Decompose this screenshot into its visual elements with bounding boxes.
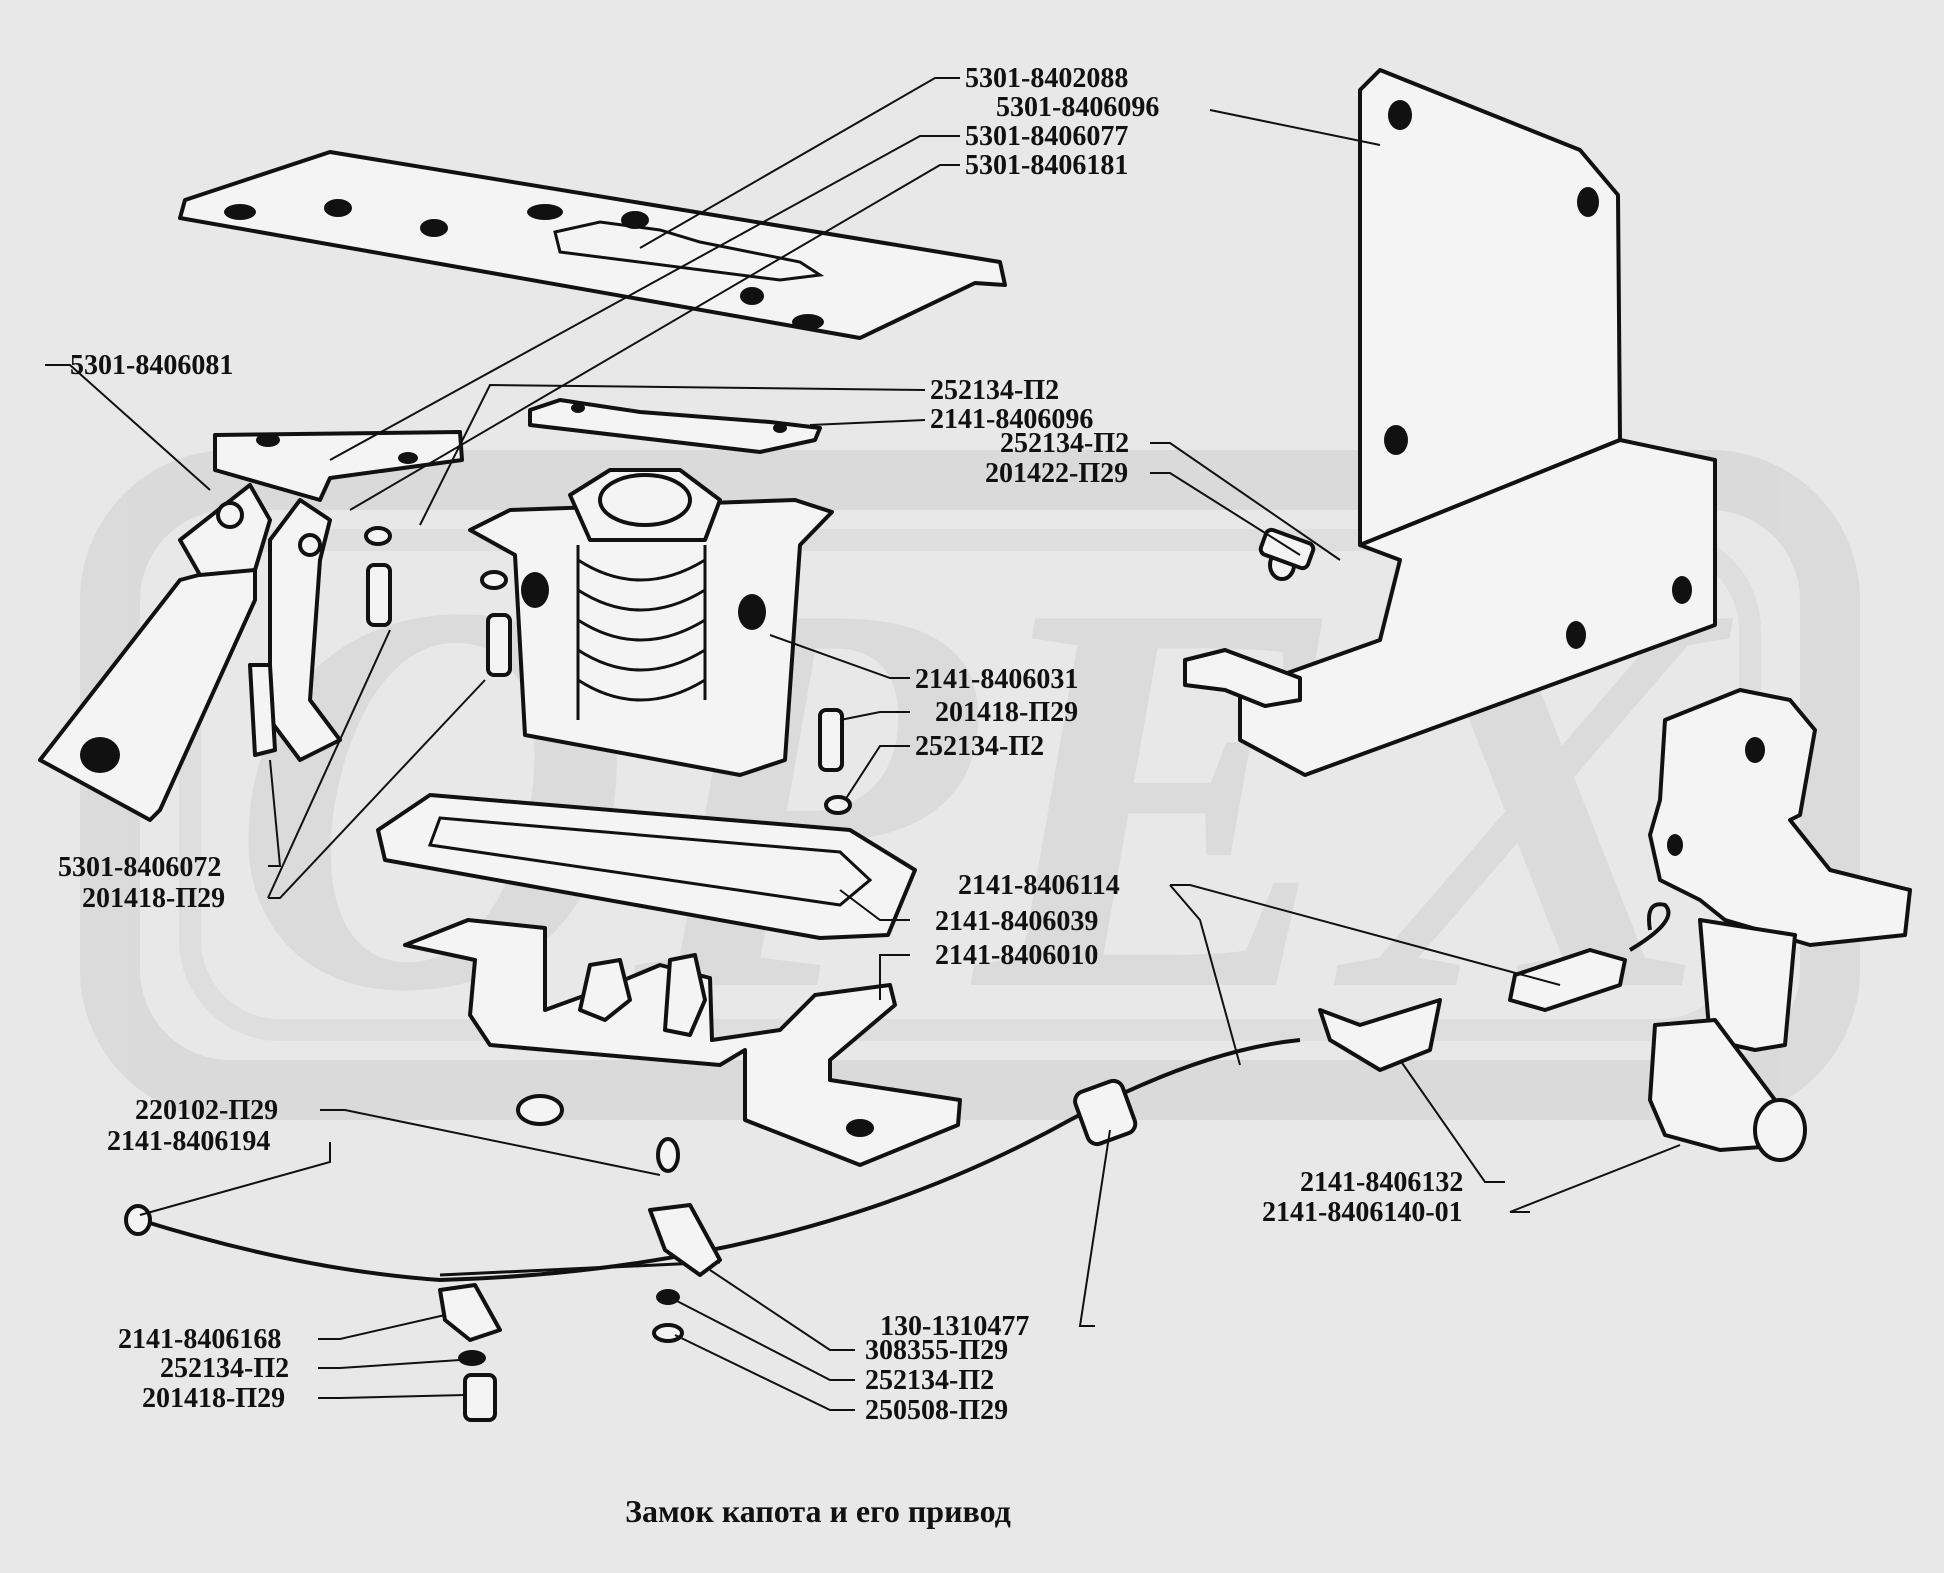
part-label: 308355-П29 bbox=[865, 1335, 1008, 1366]
part-label: 252134-П2 bbox=[915, 731, 1044, 762]
part-label: 2141-8406140-01 bbox=[1262, 1197, 1463, 1228]
lock-spring bbox=[568, 468, 722, 720]
left-hook-lever bbox=[38, 430, 464, 822]
lock-body bbox=[468, 468, 834, 777]
diagram-caption: Замок капота и его привод bbox=[625, 1493, 1011, 1529]
part-label: 2141-8406168 bbox=[118, 1324, 281, 1355]
lower-bracket bbox=[403, 918, 962, 1167]
part-label: 5301-8402088 bbox=[965, 63, 1128, 94]
part-label: 201418-П29 bbox=[935, 697, 1078, 728]
part-label: 2141-8406039 bbox=[935, 906, 1098, 937]
top-plate bbox=[178, 150, 1007, 340]
leader-lines bbox=[45, 77, 1681, 1411]
part-label: 2141-8406194 bbox=[107, 1126, 270, 1157]
part-label: 2141-8406010 bbox=[935, 940, 1098, 971]
part-label: 5301-8406181 bbox=[965, 150, 1128, 181]
part-label: 252134-П2 bbox=[1000, 428, 1129, 459]
part-label: 220102-П29 bbox=[135, 1095, 278, 1126]
part-label: 2141-8406096 bbox=[930, 404, 1093, 435]
lock-gasket bbox=[376, 793, 917, 940]
part-label: 5301-8406096 bbox=[996, 92, 1159, 123]
part-label: 130-1310477 bbox=[880, 1311, 1029, 1342]
upper-plate bbox=[528, 398, 822, 454]
part-label: 5301-8406072 bbox=[58, 852, 221, 883]
part-label: 2141-8406132 bbox=[1300, 1167, 1463, 1198]
part-labels: 5301-8402088 5301-8406096 5301-8406077 5… bbox=[58, 63, 1463, 1426]
part-label: 201418-П29 bbox=[82, 883, 225, 914]
part-label: 250508-П29 bbox=[865, 1395, 1008, 1426]
part-label: 2141-8406114 bbox=[958, 870, 1120, 901]
part-label: 252134-П2 bbox=[160, 1353, 289, 1384]
fasteners-left bbox=[364, 526, 852, 815]
part-label: 2141-8406031 bbox=[915, 664, 1078, 695]
right-release-lever bbox=[1648, 688, 1912, 1162]
part-label: 252134-П2 bbox=[930, 375, 1059, 406]
part-label: 5301-8406081 bbox=[70, 350, 233, 381]
cable-sheath bbox=[139, 1038, 1301, 1283]
right-bracket bbox=[1183, 68, 1717, 777]
part-label: 5301-8406077 bbox=[965, 121, 1128, 152]
part-label: 201418-П29 bbox=[142, 1383, 285, 1414]
part-label: 252134-П2 bbox=[865, 1365, 994, 1396]
part-label: 201422-П29 bbox=[985, 458, 1128, 489]
